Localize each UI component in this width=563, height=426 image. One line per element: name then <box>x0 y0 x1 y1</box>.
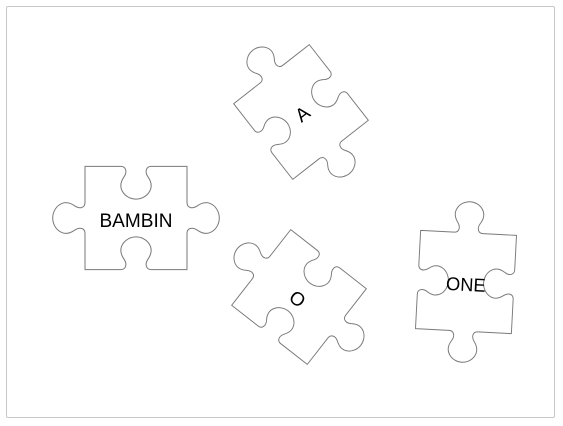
piece-label-bambin: BAMBIN <box>99 211 172 232</box>
puzzle-piece-one[interactable]: ONE <box>414 199 518 365</box>
puzzle-piece-bambin[interactable]: BAMBIN <box>53 166 220 269</box>
puzzle-piece-a[interactable]: A <box>215 21 387 204</box>
piece-label-one: ONE <box>446 273 487 296</box>
puzzle-piece-o[interactable]: O <box>208 211 391 383</box>
